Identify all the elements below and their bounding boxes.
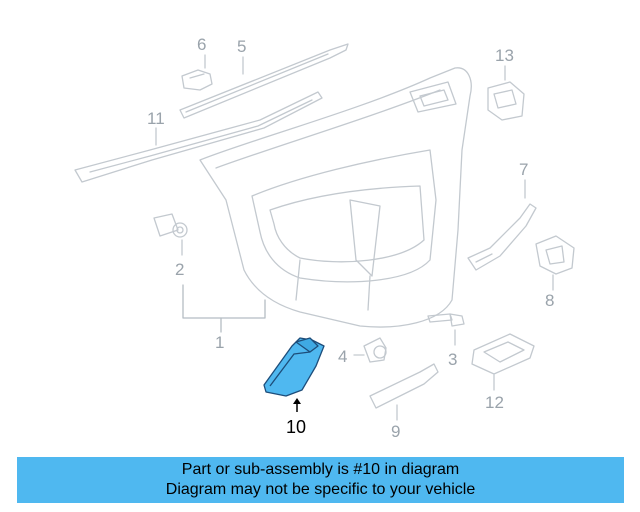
callout-6: 6 xyxy=(197,35,206,54)
info-banner: Part or sub-assembly is #10 in diagram D… xyxy=(17,457,624,503)
part-3-screw xyxy=(427,313,465,327)
callout-2: 2 xyxy=(175,260,184,279)
callout-4: 4 xyxy=(338,347,347,366)
part-10-highlighted xyxy=(263,337,325,397)
callout-12: 12 xyxy=(485,393,504,412)
part-2-fastener xyxy=(153,213,188,238)
callout-8: 8 xyxy=(545,291,554,310)
callout-13: 13 xyxy=(495,46,514,65)
part-4-grommet xyxy=(363,337,387,363)
banner-line-2: Diagram may not be specific to your vehi… xyxy=(165,481,476,498)
part-10-arrow-icon xyxy=(293,398,301,404)
callout-3: 3 xyxy=(448,350,457,369)
parts-diagram: 6 5 11 13 7 2 8 1 4 3 12 9 10 xyxy=(74,35,575,441)
callout-9: 9 xyxy=(391,422,400,441)
callout-10: 10 xyxy=(286,417,306,437)
part-6-clip xyxy=(181,69,213,91)
part-11-weatherstrip xyxy=(74,91,323,183)
part-12-switch-bezel xyxy=(471,333,535,375)
part-7-pull-handle xyxy=(467,203,537,271)
callout-1: 1 xyxy=(215,333,224,352)
part-13-switch xyxy=(487,81,525,121)
callout-5: 5 xyxy=(237,37,246,56)
part-8-bezel xyxy=(535,235,575,275)
callout-7: 7 xyxy=(519,160,528,179)
callout-11: 11 xyxy=(147,109,165,128)
part-9-insert xyxy=(369,363,439,409)
banner-line-1: Part or sub-assembly is #10 in diagram xyxy=(181,461,460,478)
part-5-belt-molding xyxy=(179,43,349,119)
door-trim-panel xyxy=(199,67,472,328)
